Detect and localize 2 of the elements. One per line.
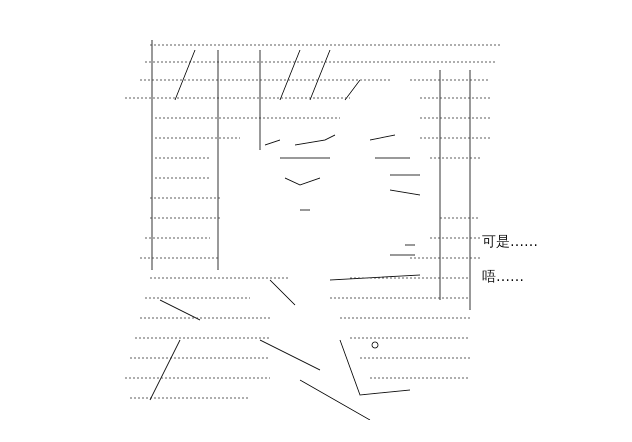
speech-text: 可是……	[482, 233, 538, 251]
speech-text: 唔……	[482, 268, 524, 286]
